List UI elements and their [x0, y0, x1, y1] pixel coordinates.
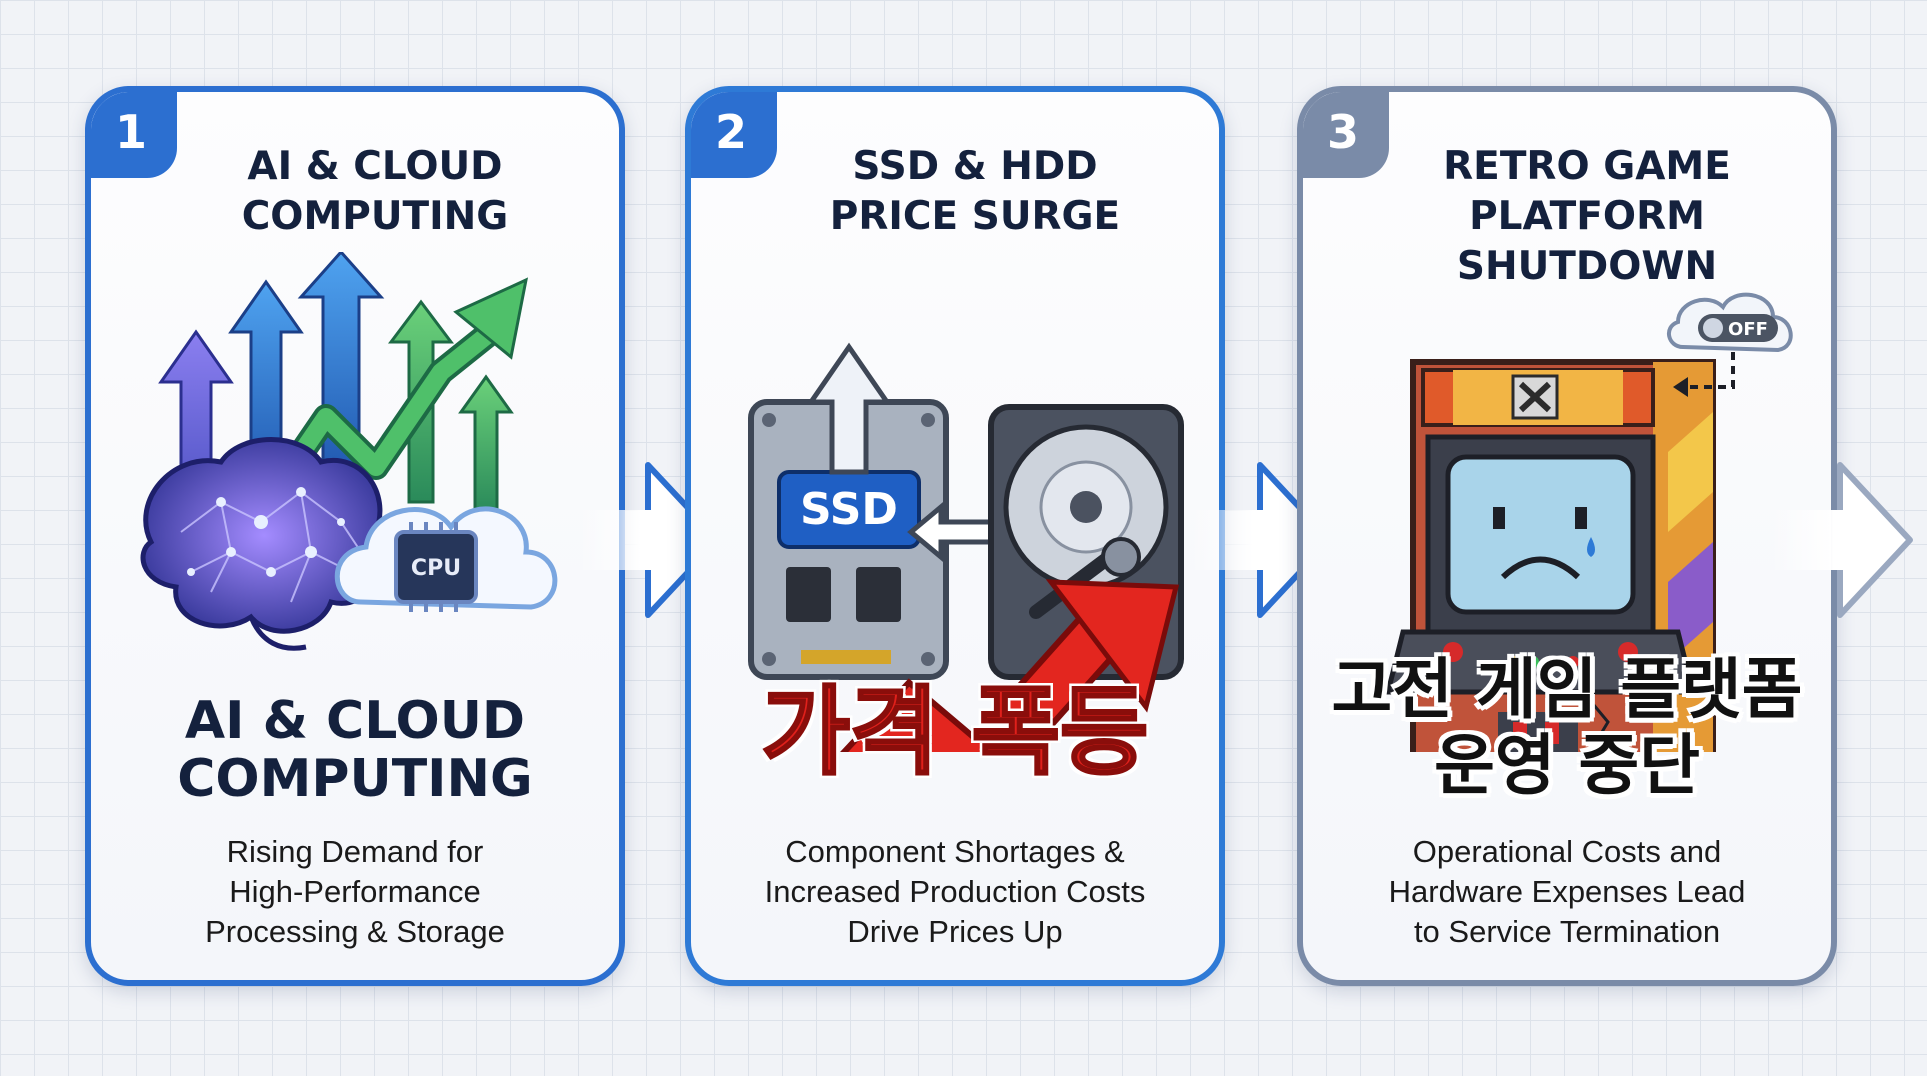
brain-icon — [140, 437, 388, 651]
step-number-badge: 2 — [691, 92, 777, 178]
step-title: SSD & HDD PRICE SURGE — [829, 144, 1121, 239]
step-description: Component Shortages & Increased Producti… — [764, 834, 1146, 949]
cloud-cpu-icon: CPU — [334, 506, 558, 612]
step-description: Operational Costs and Hardware Expenses … — [1388, 834, 1746, 949]
step-big-label: AI & CLOUD COMPUTING — [177, 691, 533, 809]
off-toggle-label: OFF — [1728, 319, 1768, 340]
step-title: RETRO GAME PLATFORM SHUTDOWN — [1443, 144, 1731, 289]
ssd-label: SSD — [800, 484, 898, 535]
cpu-chip-label: CPU — [411, 556, 461, 581]
rising-arrows-icon — [158, 252, 529, 524]
price-surge-korean-label: 가격 폭등 — [760, 676, 1150, 789]
step-card-price-surge: 2 SSD & HDD PRICE SURGE SSD — [685, 86, 1225, 986]
step-card-ai-cloud: 1 AI & CLOUD COMPUTING — [85, 86, 625, 986]
price-up-arrow-icon — [840, 579, 1180, 752]
step-title: AI & CLOUD COMPUTING — [241, 144, 509, 239]
step-card-retro-shutdown: 3 RETRO GAME PLATFORM SHUTDOWN — [1297, 86, 1837, 986]
off-toggle-cloud-icon: OFF — [1667, 292, 1793, 397]
ai-cloud-illustration: CPU — [140, 252, 558, 651]
step-number-badge: 1 — [91, 92, 177, 178]
step-number-badge: 3 — [1303, 92, 1389, 178]
step-description: Rising Demand for High-Performance Proce… — [205, 834, 505, 949]
ssd-icon: SSD — [748, 342, 949, 680]
ssd-hdd-illustration: SSD — [748, 342, 1184, 752]
shutdown-korean-label: 고전 게임 플랫폼 운영 중단 — [1331, 651, 1803, 804]
arcade-cabinet-icon — [1384, 359, 1716, 752]
flow-arrow-icon — [1770, 462, 1913, 618]
arcade-illustration: OFF — [1384, 292, 1793, 752]
